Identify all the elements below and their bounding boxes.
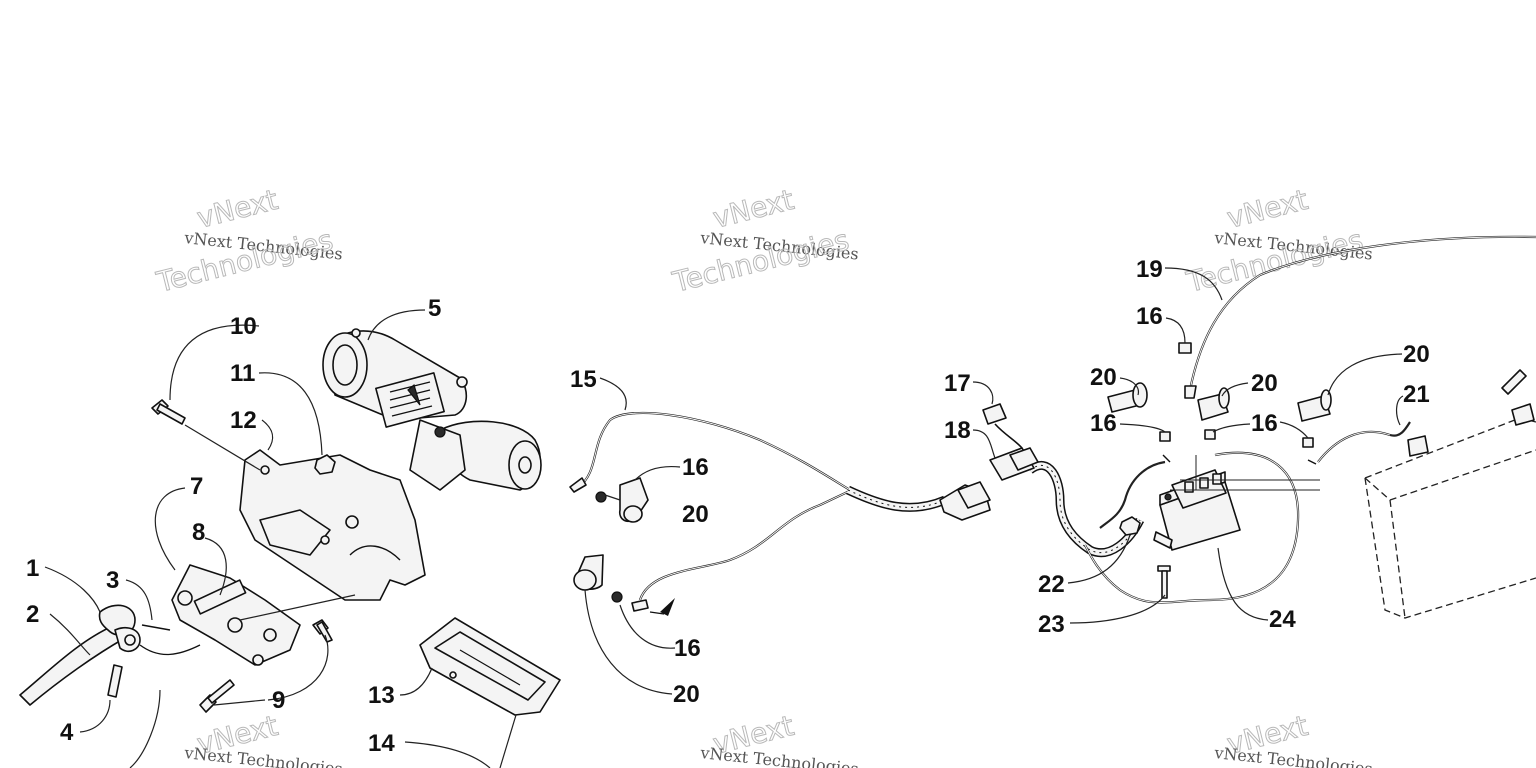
leader-arrow-base bbox=[649, 611, 665, 615]
callout-5: 5 bbox=[428, 295, 441, 322]
callout-19: 19 bbox=[1136, 256, 1163, 283]
callout-16-e: 16 bbox=[1251, 410, 1278, 437]
callout-20-c: 20 bbox=[1090, 364, 1117, 391]
callout-7: 7 bbox=[190, 473, 203, 500]
svg-text:vNext Technologies: vNext Technologies bbox=[699, 743, 860, 768]
svg-text:vNext: vNext bbox=[1224, 183, 1311, 235]
callout-4: 4 bbox=[60, 719, 74, 746]
bolt-9b bbox=[312, 619, 333, 643]
callout-18: 18 bbox=[944, 417, 971, 444]
callout-20-e: 20 bbox=[1403, 341, 1430, 368]
fairlead bbox=[171, 564, 301, 666]
terminal-15-end bbox=[569, 477, 587, 493]
svg-text:vNext Technologies: vNext Technologies bbox=[1213, 743, 1374, 768]
nut-22 bbox=[1119, 516, 1141, 536]
callout-2: 2 bbox=[26, 601, 39, 628]
cable-21 bbox=[1317, 421, 1411, 463]
washer-16a bbox=[595, 491, 607, 503]
mounting-plate bbox=[239, 449, 426, 601]
svg-text:vNext: vNext bbox=[194, 183, 281, 235]
callout-8: 8 bbox=[192, 519, 205, 546]
svg-text:vNext Technologies: vNext Technologies bbox=[183, 743, 344, 768]
callout-13: 13 bbox=[368, 682, 395, 709]
callout-3: 3 bbox=[106, 567, 119, 594]
callout-15: 15 bbox=[570, 366, 597, 393]
callout-16-d: 16 bbox=[1090, 410, 1117, 437]
boot-20d bbox=[1197, 387, 1230, 421]
terminal-16c bbox=[1178, 342, 1192, 354]
svg-text:vNext: vNext bbox=[710, 183, 797, 235]
callout-10: 10 bbox=[230, 313, 257, 340]
bolt-23 bbox=[1157, 565, 1171, 599]
washer-16b bbox=[611, 591, 623, 603]
watermark-bottom-center: vNext vNext Technologies bbox=[699, 708, 860, 768]
terminal-19-end bbox=[1184, 385, 1197, 399]
terminal-lower-end bbox=[631, 599, 649, 612]
callout-22: 22 bbox=[1038, 571, 1065, 598]
winch-assembly bbox=[322, 328, 542, 491]
watermark-bottom-right: vNext vNext Technologies bbox=[1213, 708, 1374, 768]
callout-16-c: 16 bbox=[1136, 303, 1163, 330]
callout-16-b: 16 bbox=[674, 635, 701, 662]
cable-16-relay bbox=[1099, 460, 1166, 529]
bolt-10 bbox=[151, 399, 186, 425]
callout-20-d: 20 bbox=[1251, 370, 1278, 397]
boot-20c bbox=[1107, 382, 1148, 413]
callout-labels: 1 2 3 4 5 7 8 9 10 11 12 13 14 15 16 20 … bbox=[26, 256, 1430, 757]
terminal-16f bbox=[1302, 437, 1317, 465]
winch-hook-strap bbox=[19, 604, 201, 706]
boot-20a bbox=[618, 477, 649, 523]
connector-18 bbox=[989, 447, 1039, 481]
cable-24 bbox=[1084, 451, 1300, 604]
cable-19 bbox=[1188, 235, 1536, 391]
connector-17 bbox=[982, 403, 1023, 449]
cable-guide-13 bbox=[419, 617, 561, 716]
callout-11: 11 bbox=[230, 360, 255, 387]
connector-block bbox=[939, 481, 991, 521]
callout-23: 23 bbox=[1038, 611, 1065, 638]
callout-14: 14 bbox=[368, 730, 395, 757]
arrow-marker-left bbox=[660, 598, 675, 616]
callout-16-a: 16 bbox=[682, 454, 709, 481]
harness-loom bbox=[846, 485, 947, 512]
callout-20-b: 20 bbox=[673, 681, 700, 708]
callout-12: 12 bbox=[230, 407, 257, 434]
relay-contactor bbox=[1153, 469, 1241, 551]
callout-24: 24 bbox=[1269, 606, 1296, 633]
leader-lines bbox=[44, 267, 1404, 768]
callout-20-a: 20 bbox=[682, 501, 709, 528]
battery bbox=[1364, 369, 1536, 619]
cable-lower bbox=[638, 488, 853, 601]
bolt-9a bbox=[199, 679, 235, 713]
watermark-bottom-left: vNext vNext Technologies bbox=[183, 708, 344, 768]
bracket-lines bbox=[1170, 455, 1320, 491]
boot-20e bbox=[1297, 389, 1332, 422]
watermark-top-center: vNext vNext Technologies Technologies bbox=[668, 182, 859, 299]
terminal-16d bbox=[1159, 431, 1171, 463]
nut-11 bbox=[314, 454, 336, 475]
callout-17: 17 bbox=[944, 370, 971, 397]
watermark-top-left: vNext vNext Technologies Technologies bbox=[152, 182, 343, 299]
callout-21: 21 bbox=[1403, 381, 1430, 408]
callout-1: 1 bbox=[26, 555, 39, 582]
boot-20b bbox=[573, 554, 604, 591]
callout-9: 9 bbox=[272, 687, 285, 714]
harness-upper bbox=[1027, 461, 1145, 558]
cable-15 bbox=[577, 411, 851, 491]
terminal-16e bbox=[1204, 429, 1216, 440]
